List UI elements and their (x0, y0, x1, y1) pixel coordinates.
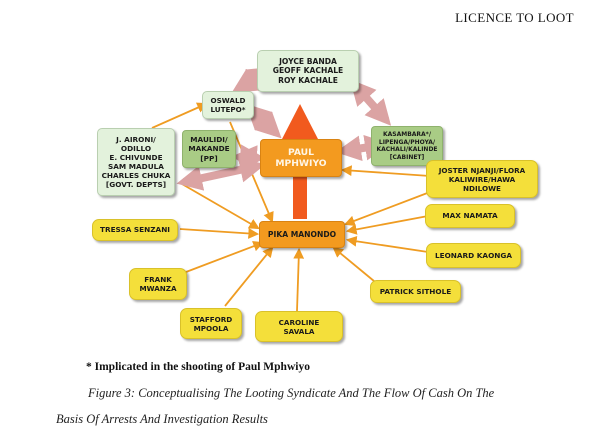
arrow-govt-lutepo (151, 102, 208, 129)
node-mphwiyo: PAUL MPHWIYO (260, 139, 342, 177)
node-savala: CAROLINE SAVALA (255, 311, 343, 342)
page-header: LICENCE TO LOOT (455, 10, 574, 25)
caption-line-2: Basis Of Arrests And Investigation Resul… (56, 412, 268, 426)
arrow-njanji-mphwiyo (340, 165, 431, 177)
flow-arrows (151, 66, 431, 312)
arrow-namata-manondo (345, 215, 429, 235)
arrow-lutepo-mphwiyo (245, 103, 282, 139)
footnote: * Implicated in the shooting of Paul Mph… (86, 361, 310, 373)
arrow-makande-mphwiyo (231, 144, 266, 171)
node-njanji: JOSTER NJANJI/FLORA KALIWIRE/HAWA NDILOW… (426, 160, 538, 198)
arrow-senzani-manondo (179, 228, 260, 239)
node-banda: JOYCE BANDA GEOFF KACHALE ROY KACHALE (257, 50, 359, 92)
node-sithole: PATRICK SITHOLE (370, 280, 461, 303)
arrow-govt-mphwiyo (176, 157, 266, 191)
pink-arrows (176, 66, 392, 191)
node-makande: MAULIDI/ MAKANDE [PP] (182, 130, 236, 168)
arrow-mpoola-manondo (224, 246, 274, 307)
arrow-mwanza-manondo (185, 241, 265, 273)
node-namata: MAX NAMATA (425, 204, 515, 228)
orange-arrows (151, 102, 431, 312)
arrow-njanji-manondo (343, 191, 431, 226)
node-lutepo: OSWALD LUTEPO* (202, 91, 254, 119)
node-govt-depts: J. AIRONI/ ODILLO E. CHIVUNDE SAM MADULA… (97, 128, 175, 196)
caption-line-1: Figure 3: Conceptualising The Looting Sy… (88, 386, 495, 400)
node-senzani: TRESSA SENZANI (92, 219, 178, 241)
arrow-banda-cabinet (349, 79, 392, 126)
arrow-savala-manondo (293, 247, 305, 312)
arrow-kaonga-manondo (345, 235, 429, 253)
arrow-govt-manondo (181, 183, 260, 230)
node-mwanza: FRANK MWANZA (129, 268, 187, 300)
figure-caption: Figure 3: Conceptualising The Looting Sy… (56, 380, 562, 432)
node-mpoola: STAFFORD MPOOLA (180, 308, 242, 339)
arrow-sithole-manondo (332, 246, 381, 287)
node-manondo: PIKA MANONDO (259, 221, 345, 248)
node-cabinet: KASAMBARA*/ LIPENGA/PHOYA/ KACHALI/KALIN… (371, 126, 443, 166)
node-kaonga: LEONARD KAONGA (426, 243, 521, 268)
